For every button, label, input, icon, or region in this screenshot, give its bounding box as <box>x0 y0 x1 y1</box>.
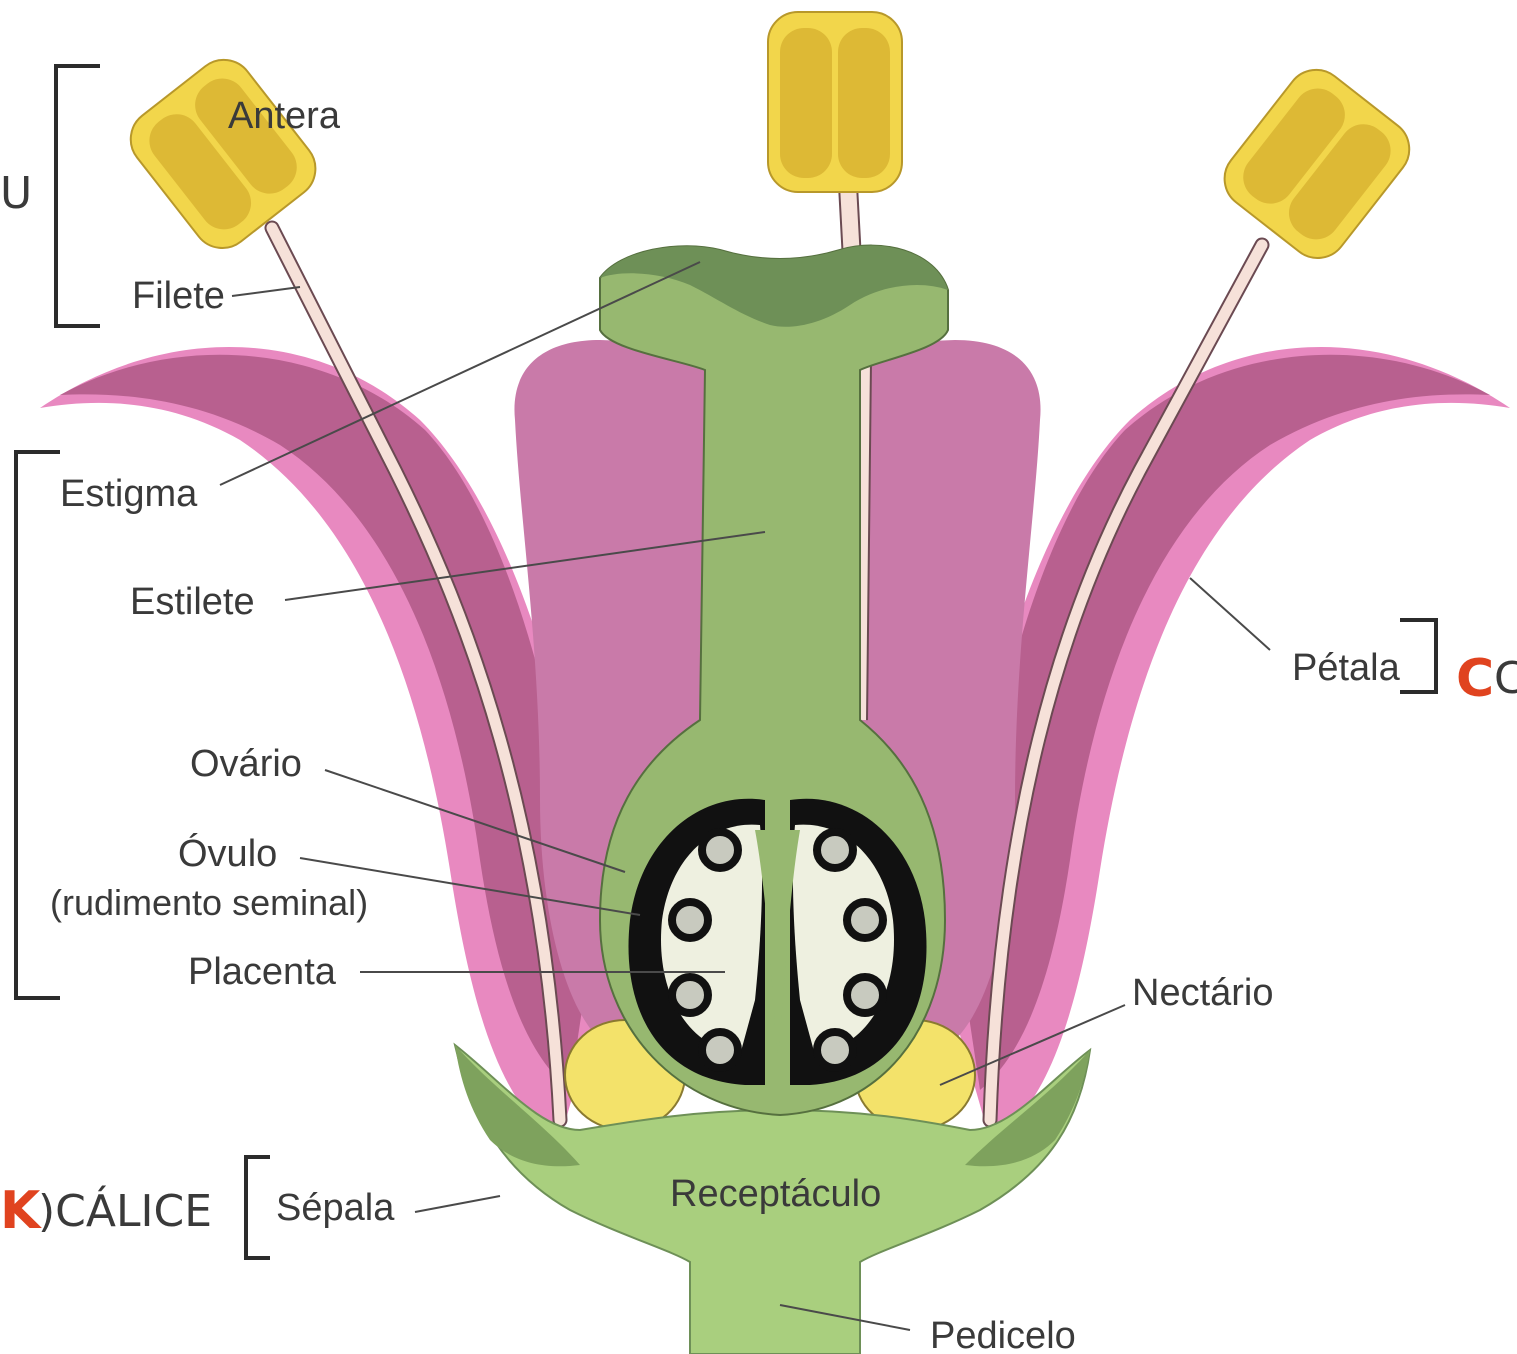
calice-bracket <box>246 1157 270 1258</box>
label-antera: Antera <box>228 95 341 137</box>
label-placenta: Placenta <box>188 951 337 993</box>
group-androceu-partial: U <box>0 168 32 219</box>
label-petala: Pétala <box>1292 647 1401 689</box>
label-ovulo-sub: (rudimento seminal) <box>50 882 368 923</box>
label-nectario: Nectário <box>1132 972 1274 1014</box>
group-corola-partial: C <box>1494 653 1517 704</box>
label-estigma: Estigma <box>60 473 198 515</box>
corola-bracket <box>1400 620 1436 692</box>
group-calice-letter: K <box>0 1181 42 1241</box>
anther-center <box>768 12 902 192</box>
label-ovulo: Óvulo <box>178 832 277 875</box>
label-estilete: Estilete <box>130 581 255 623</box>
anther-right <box>1213 58 1422 270</box>
label-filete: Filete <box>132 275 225 317</box>
androceu-bracket <box>56 66 100 326</box>
group-calice-text: )CÁLICE <box>38 1184 212 1237</box>
left-petal <box>40 347 600 1140</box>
anther-left <box>119 48 328 260</box>
label-sepala: Sépala <box>276 1187 395 1229</box>
label-receptaculo: Receptáculo <box>670 1173 881 1215</box>
label-ovario: Ovário <box>190 743 302 785</box>
ovary-cavity <box>628 799 926 1085</box>
group-corola-letter: C <box>1456 649 1494 709</box>
label-pedicelo: Pedicelo <box>930 1315 1076 1354</box>
